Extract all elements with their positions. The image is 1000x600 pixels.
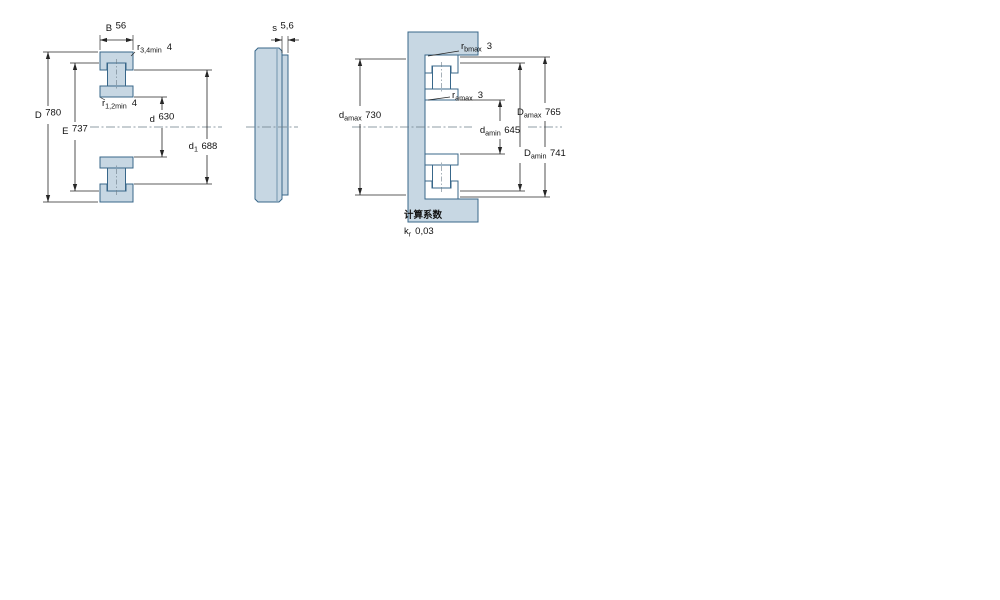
bearing-side-body	[254, 47, 283, 203]
bearing-section-top	[99, 51, 134, 98]
bearing-side-rib	[281, 54, 289, 196]
bearing-section-bottom	[99, 156, 134, 203]
bearing-section-bottom	[424, 153, 459, 200]
calculation-factors-heading: 计算系数	[404, 209, 443, 221]
